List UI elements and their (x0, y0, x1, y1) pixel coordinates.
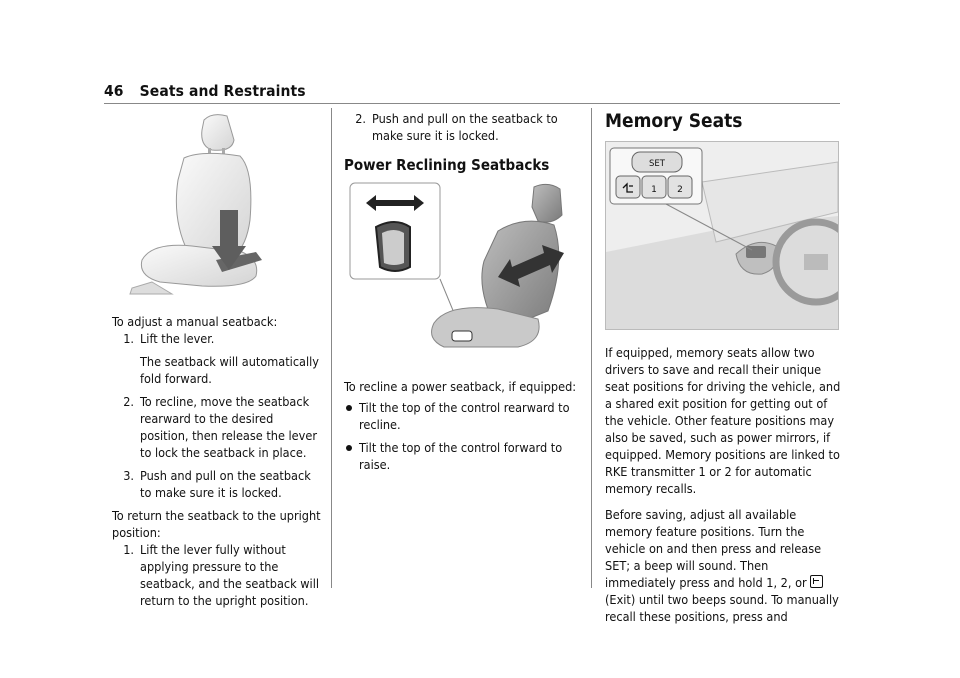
power-seat-illustration (348, 181, 580, 357)
step-1: 1.Lift the lever. (123, 331, 215, 346)
return-upright-intro: To return the seatback to the upright po… (112, 508, 321, 540)
memory-buttons-illustration: SET 1 2 (605, 141, 860, 330)
power-reclining-heading: Power Reclining Seatbacks (344, 156, 550, 174)
column-2-top: 2.Push and pull on the seatback to make … (344, 110, 576, 174)
column-divider-1 (331, 108, 332, 588)
step-1-detail: The seatback will automatically fold for… (140, 354, 319, 386)
column-2-bottom: To recline a power seatback, if equipped… (344, 378, 580, 479)
memory-button-2-label: 2 (677, 185, 683, 195)
column-3: If equipped, memory seats allow two driv… (605, 344, 841, 625)
bullet-raise: Tilt the top of the control forward to r… (344, 439, 580, 473)
bullet-icon (346, 445, 352, 451)
col2-step-2: 2.Push and pull on the seatback to make … (355, 111, 558, 143)
memory-seats-heading: Memory Seats (605, 110, 743, 132)
section-title: Seats and Restraints (139, 82, 306, 100)
column-divider-2 (591, 108, 592, 588)
exit-icon (622, 182, 633, 193)
power-seatback-intro: To recline a power seatback, if equipped… (344, 379, 577, 394)
step-3: 3.Push and pull on the seatback to make … (123, 468, 311, 500)
manual-seatback-intro: To adjust a manual seatback: (112, 314, 278, 329)
column-1: To adjust a manual seatback: 1.Lift the … (112, 313, 324, 609)
set-button-label: SET (649, 159, 666, 169)
memory-seats-para-2: Before saving, adjust all available memo… (605, 507, 839, 624)
page-header: 46 Seats and Restraints (104, 82, 306, 100)
manual-seat-illustration (112, 110, 272, 298)
exit-button-icon (810, 575, 824, 588)
memory-seats-para-1: If equipped, memory seats allow two driv… (605, 345, 841, 496)
header-rule (104, 103, 840, 104)
bullet-icon (346, 405, 352, 411)
page-number: 46 (104, 82, 124, 100)
memory-button-1-label: 1 (651, 185, 657, 195)
return-step-1: 1.Lift the lever fully without applying … (123, 542, 319, 608)
bullet-recline: Tilt the top of the control rearward to … (344, 399, 580, 433)
step-2: 2.To recline, move the seatback rearward… (123, 394, 317, 460)
